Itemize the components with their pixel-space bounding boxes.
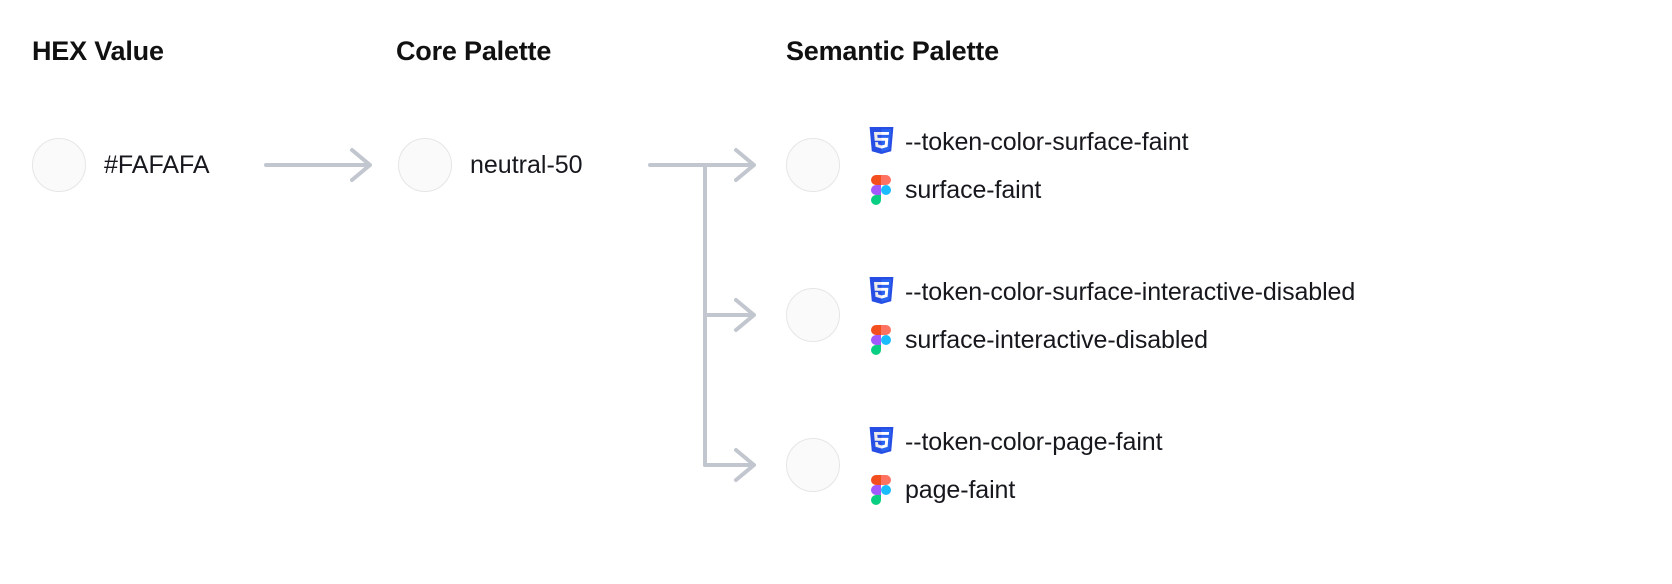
figma-token-label-1: surface-interactive-disabled: [905, 325, 1208, 354]
figma-token-line-2: page-faint: [866, 466, 1162, 514]
figma-token-label-2: page-faint: [905, 475, 1016, 504]
color-swatch-hex[interactable]: [32, 138, 86, 192]
hex-value-label: #FAFAFA: [104, 151, 210, 179]
css3-icon: [866, 427, 896, 457]
color-swatch-core[interactable]: [398, 138, 452, 192]
css-token-label-0: --token-color-surface-faint: [905, 127, 1189, 156]
css3-icon: [866, 277, 896, 307]
figma-token-label-0: surface-faint: [905, 175, 1042, 204]
css-token-line-0: --token-color-surface-faint: [866, 118, 1189, 166]
figma-token-line-1: surface-interactive-disabled: [866, 316, 1355, 364]
color-swatch-semantic-1[interactable]: [786, 288, 840, 342]
css-token-label-1: --token-color-surface-interactive-disabl…: [905, 277, 1356, 306]
color-swatch-semantic-2[interactable]: [786, 438, 840, 492]
css3-icon: [866, 127, 896, 157]
semantic-token-group-0: --token-color-surface-faint surface-fain…: [866, 118, 1189, 214]
color-swatch-semantic-0[interactable]: [786, 138, 840, 192]
figma-icon: [866, 475, 896, 505]
figma-icon: [866, 325, 896, 355]
css-token-label-2: --token-color-page-faint: [905, 427, 1163, 456]
column-heading-semantic-palette: Semantic Palette: [786, 36, 999, 66]
css-token-line-2: --token-color-page-faint: [866, 418, 1163, 466]
column-heading-core-palette: Core Palette: [396, 36, 552, 66]
arrow-head-hex-to-core: [350, 148, 372, 182]
arrow-head-branch-to-row-1: [734, 298, 756, 332]
semantic-token-group-1: --token-color-surface-interactive-disabl…: [866, 268, 1355, 364]
semantic-token-group-2: --token-color-page-faint page-faint: [866, 418, 1163, 514]
core-palette-label: neutral-50: [470, 151, 583, 179]
figma-token-line-0: surface-faint: [866, 166, 1189, 214]
arrow-head-branch-to-row-2: [734, 448, 756, 482]
arrow-head-core-to-row-0: [734, 148, 756, 182]
figma-icon: [866, 175, 896, 205]
css-token-line-1: --token-color-surface-interactive-disabl…: [866, 268, 1355, 316]
column-heading-hex-value: HEX Value: [32, 36, 164, 66]
